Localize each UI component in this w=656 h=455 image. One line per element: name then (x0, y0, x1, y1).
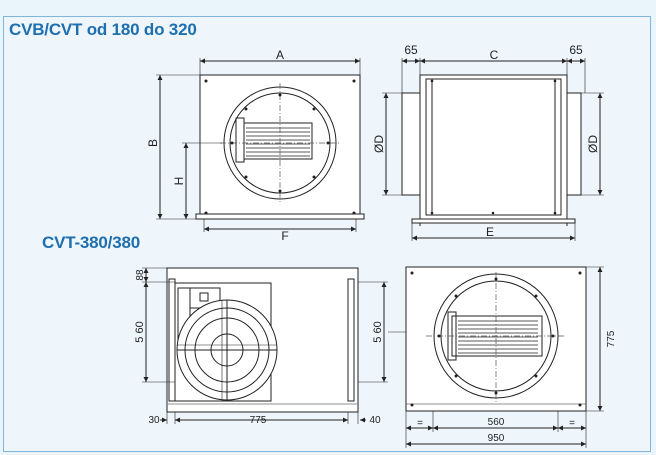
dim-label-560-left: 5 60 (134, 321, 146, 342)
dim-label-e: E (486, 225, 494, 239)
dim-label-775-width: 775 (250, 415, 267, 426)
dim-label-f: F (281, 229, 288, 243)
dim-label-950: 950 (488, 433, 505, 444)
dim-label-65-left: 65 (404, 43, 418, 57)
dim-label-h: H (172, 177, 186, 186)
dim-label-eq-right: = (569, 418, 575, 429)
dim-label-c: C (490, 48, 499, 62)
dim-label-eq-left: = (417, 418, 423, 429)
dim-label-30: 30 (148, 415, 160, 426)
front-view-bottom (142, 267, 388, 424)
heading-cvt-380: CVT-380/380 (42, 233, 140, 252)
dim-label-d-right: ØD (586, 135, 600, 153)
heading-cvb-cvt: CVB/CVT od 180 do 320 (9, 20, 197, 39)
side-view-top (382, 58, 604, 241)
dim-label-b: B (146, 139, 160, 147)
front-view-top (156, 58, 365, 232)
dim-label-560-mid: 5 60 (372, 321, 384, 342)
dim-label-88: 88 (135, 269, 146, 281)
dim-label-d-left: ØD (372, 135, 386, 153)
dim-label-560-width: 560 (488, 417, 505, 428)
dim-label-a: A (276, 48, 284, 62)
side-view-bottom (388, 266, 604, 448)
dim-label-775-height: 775 (606, 330, 617, 347)
dim-label-65-right: 65 (569, 43, 583, 57)
dim-label-40: 40 (369, 415, 381, 426)
